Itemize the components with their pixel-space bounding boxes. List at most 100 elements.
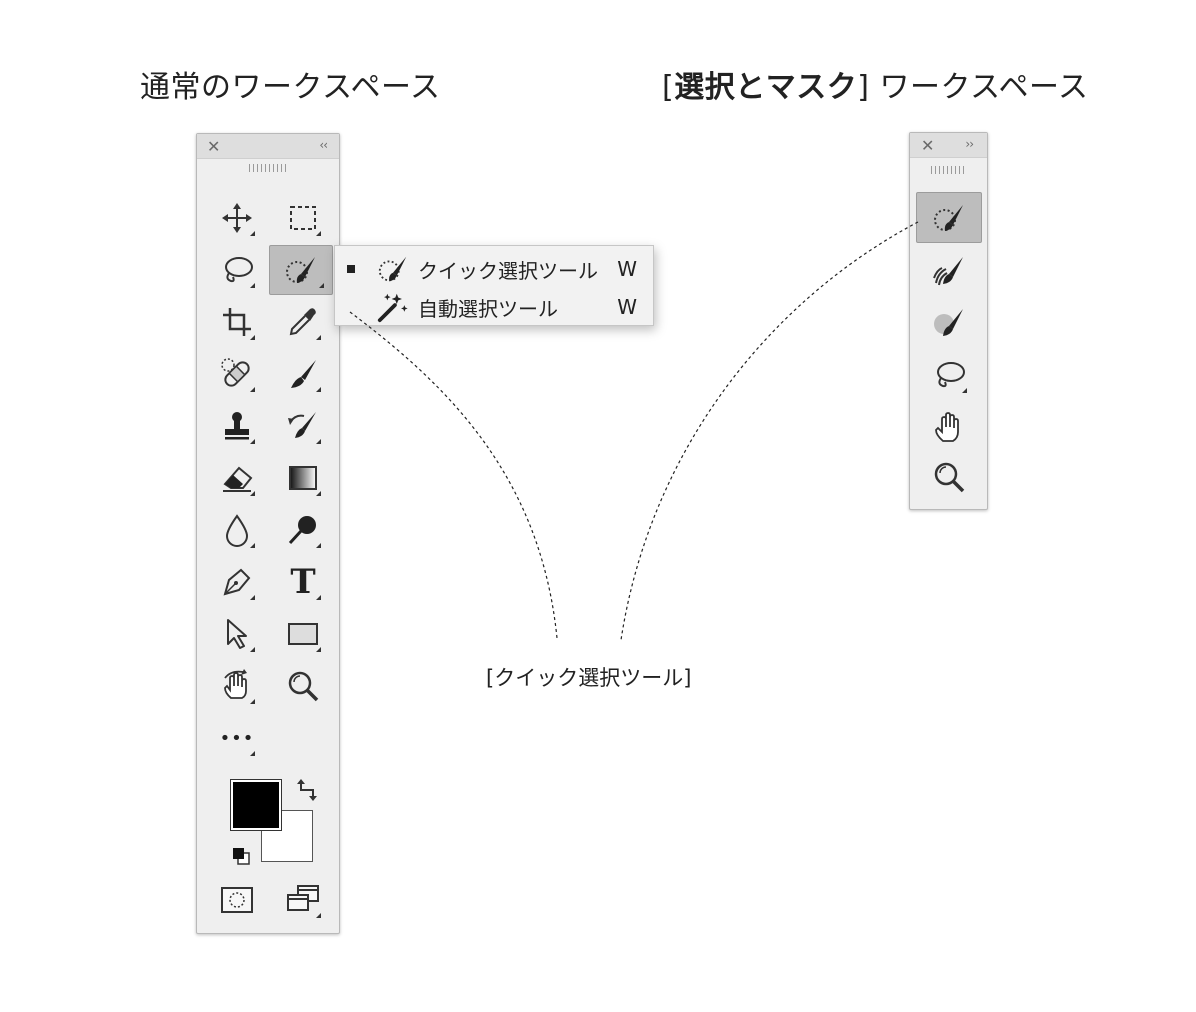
type-icon: T xyxy=(290,562,316,602)
dodge-icon xyxy=(288,516,316,545)
marquee-icon xyxy=(290,206,316,230)
submenu-indicator xyxy=(316,647,321,652)
pen-icon xyxy=(223,568,251,596)
connector-line-right xyxy=(620,221,919,641)
collapse-icon[interactable]: ‹‹ xyxy=(319,138,328,152)
zoom-icon xyxy=(288,671,319,702)
history-brush-tool[interactable] xyxy=(277,402,329,450)
submenu-indicator xyxy=(250,439,255,444)
title-bracket-close: ] xyxy=(857,70,870,105)
lasso-icon xyxy=(225,257,253,283)
lasso-icon xyxy=(937,362,965,388)
foreground-color-swatch[interactable] xyxy=(230,779,282,831)
submenu-indicator xyxy=(250,595,255,600)
submenu-indicator xyxy=(250,335,255,340)
rectangle-tool[interactable] xyxy=(277,610,329,658)
close-icon[interactable]: ✕ xyxy=(921,136,935,155)
quick-selection-tool[interactable] xyxy=(916,192,982,243)
eyedropper-icon xyxy=(289,308,316,336)
lasso-tool[interactable] xyxy=(211,246,263,294)
quick-selection-icon xyxy=(286,257,315,283)
blur-tool[interactable] xyxy=(211,506,263,554)
expand-icon[interactable]: ›› xyxy=(965,137,974,151)
select-and-mask-tools-panel: ✕ ›› xyxy=(909,132,988,510)
more-tools-icon: ••• xyxy=(219,727,255,749)
clone-stamp-tool[interactable] xyxy=(211,402,263,450)
submenu-indicator xyxy=(250,387,255,392)
select-and-mask-workspace-title: [選択とマスク] ワークスペース xyxy=(662,62,1088,106)
tools-panel: ✕ ‹‹ xyxy=(196,133,340,934)
brush-tool[interactable] xyxy=(923,299,975,347)
submenu-indicator xyxy=(316,335,321,340)
submenu-indicator xyxy=(250,543,255,548)
panel-header[interactable]: ✕ ‹‹ xyxy=(197,134,339,159)
brush-tool[interactable] xyxy=(277,350,329,398)
zoom-tool[interactable] xyxy=(923,453,975,501)
panel-grip[interactable] xyxy=(930,166,967,174)
eraser-icon xyxy=(223,466,253,492)
submenu-indicator xyxy=(316,913,321,918)
swap-colors-icon[interactable] xyxy=(295,778,319,802)
zoom-tool[interactable] xyxy=(277,662,329,710)
brush-icon xyxy=(934,309,963,336)
eraser-tool[interactable] xyxy=(211,454,263,502)
gradient-icon xyxy=(289,466,317,490)
path-selection-tool[interactable] xyxy=(211,610,263,658)
quick-selection-icon xyxy=(378,256,407,282)
zoom-icon xyxy=(934,462,965,493)
quick-selection-icon xyxy=(934,204,963,231)
close-icon[interactable]: ✕ xyxy=(207,137,221,156)
selected-bullet xyxy=(347,265,355,273)
dodge-tool[interactable] xyxy=(277,506,329,554)
submenu-indicator xyxy=(316,543,321,548)
hand-tool[interactable] xyxy=(923,403,975,451)
move-tool[interactable] xyxy=(211,194,263,242)
menu-item-label: クイック選択ツール xyxy=(418,258,598,283)
pen-tool[interactable] xyxy=(211,558,263,606)
hand-tool[interactable] xyxy=(211,662,263,710)
hand-rotate-icon xyxy=(224,669,247,699)
submenu-indicator xyxy=(319,283,324,288)
submenu-indicator xyxy=(316,231,321,236)
more-tools-button[interactable]: ••• xyxy=(211,714,263,762)
quick-mask-icon xyxy=(221,887,253,913)
submenu-indicator xyxy=(250,699,255,704)
screen-mode-icon xyxy=(287,885,319,911)
submenu-indicator xyxy=(316,595,321,600)
rectangle-icon xyxy=(288,623,318,645)
connector-line-left xyxy=(349,311,558,639)
tool-flyout-menu: クイック選択ツール W 自動選択ツール W xyxy=(334,245,654,326)
crop-tool[interactable] xyxy=(211,298,263,346)
gradient-tool[interactable] xyxy=(277,454,329,502)
menu-item-shortcut: W xyxy=(617,257,637,281)
path-selection-icon xyxy=(227,619,247,649)
quick-selection-tool[interactable] xyxy=(269,245,333,295)
magic-wand-icon xyxy=(377,293,408,323)
screen-mode-button[interactable] xyxy=(277,876,329,924)
marquee-tool[interactable] xyxy=(277,194,329,242)
eyedropper-tool[interactable] xyxy=(277,298,329,346)
type-tool[interactable]: T xyxy=(277,558,329,606)
quick-mask-button[interactable] xyxy=(211,876,263,924)
lasso-tool[interactable] xyxy=(923,351,975,399)
normal-workspace-title: 通常のワークスペース xyxy=(140,70,441,105)
submenu-indicator xyxy=(250,751,255,756)
move-icon xyxy=(222,203,252,233)
refine-edge-brush-tool[interactable] xyxy=(923,247,975,295)
healing-brush-icon xyxy=(221,358,250,387)
refine-edge-brush-icon xyxy=(933,257,963,286)
submenu-indicator xyxy=(316,387,321,392)
submenu-indicator xyxy=(316,439,321,444)
submenu-indicator xyxy=(250,491,255,496)
healing-brush-tool[interactable] xyxy=(211,350,263,398)
menu-item-magic-wand[interactable]: 自動選択ツール W xyxy=(335,288,653,326)
history-brush-icon xyxy=(288,412,316,438)
submenu-indicator xyxy=(250,231,255,236)
menu-item-quick-selection[interactable]: クイック選択ツール W xyxy=(335,250,653,288)
panel-grip[interactable] xyxy=(249,164,287,172)
submenu-indicator xyxy=(250,647,255,652)
menu-item-shortcut: W xyxy=(617,295,637,319)
panel-header[interactable]: ✕ ›› xyxy=(910,133,987,158)
default-colors-icon[interactable] xyxy=(231,846,251,866)
